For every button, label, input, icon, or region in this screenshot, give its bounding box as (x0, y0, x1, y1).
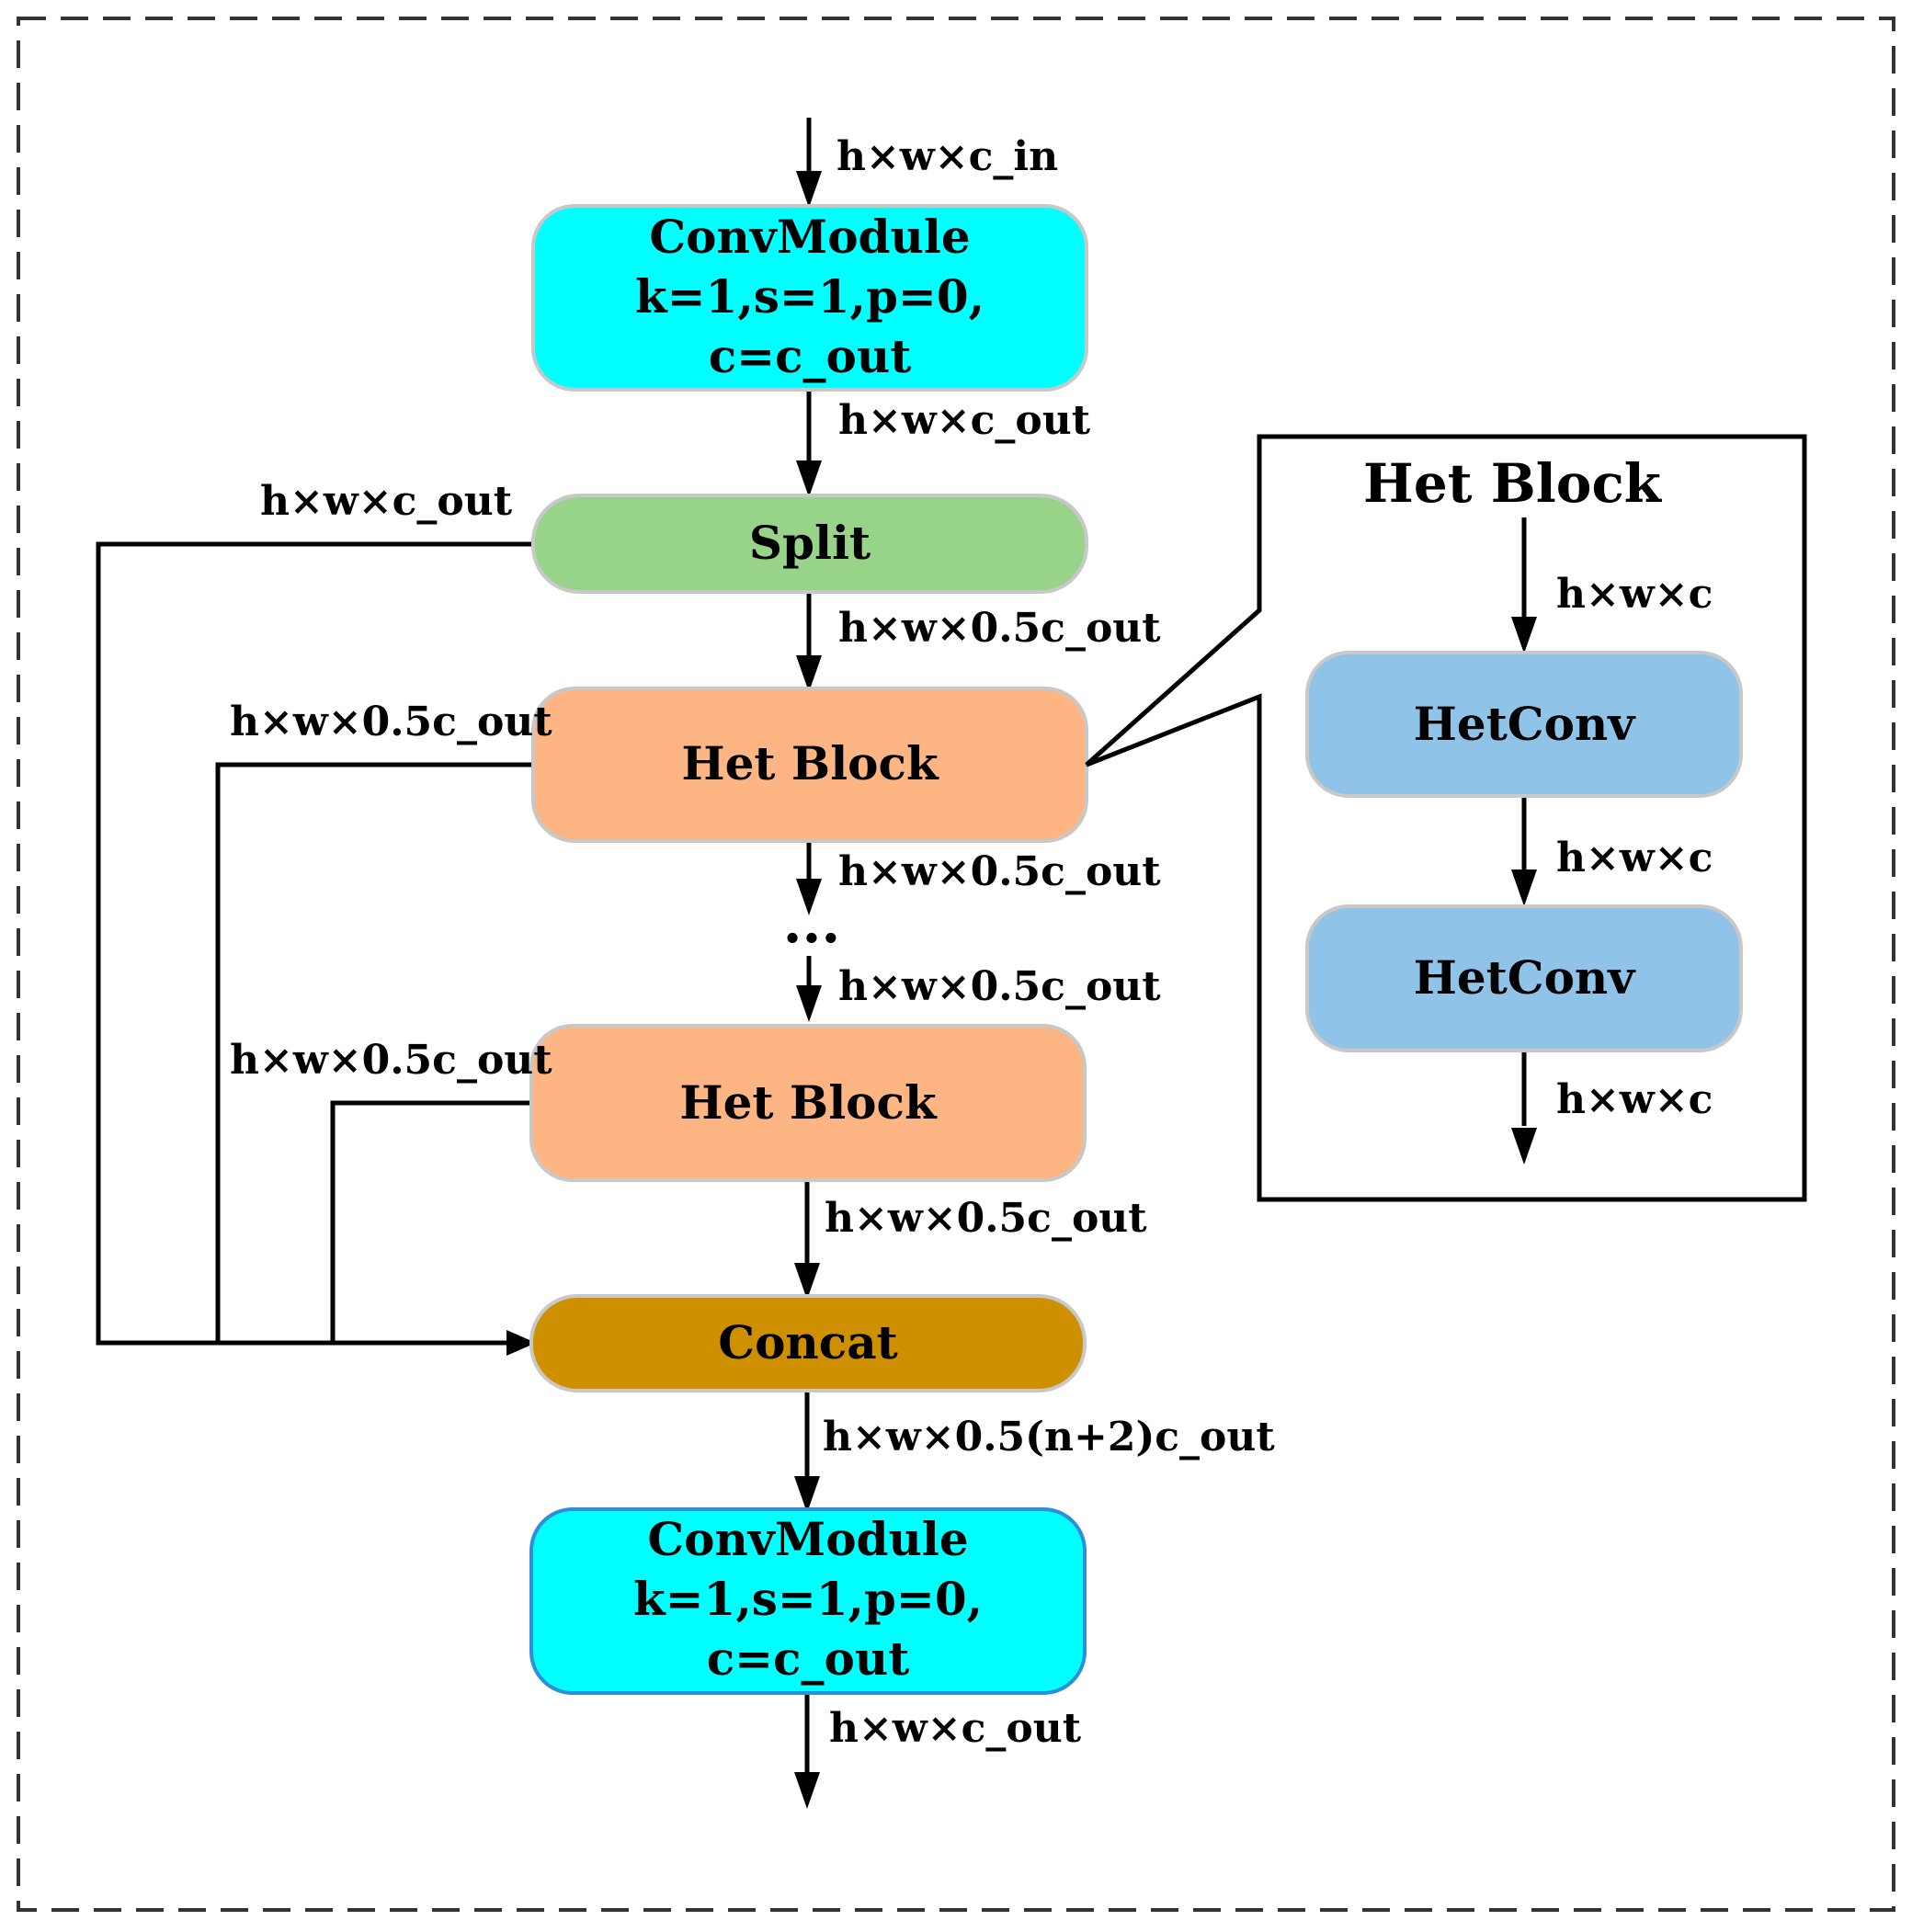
label-output: h×w×c_out (829, 1705, 1082, 1752)
split-node (531, 494, 1088, 594)
edge-het1-bypass (215, 762, 533, 1343)
arrowhead-het1 (796, 655, 822, 692)
inset-arrowhead-out (1511, 1128, 1537, 1165)
label-after-het2: h×w×0.5c_out (825, 1195, 1147, 1242)
hetconv-b (1305, 904, 1743, 1052)
edge-het2-bypass (330, 1100, 531, 1343)
label-after-conv1: h×w×c_out (838, 397, 1091, 444)
label-het1-bypass: h×w×0.5c_out (230, 699, 552, 745)
arrowhead-concat-bypass (506, 1330, 536, 1356)
arrowheads (506, 171, 822, 1809)
split-label: Split (749, 516, 871, 570)
conv1-line2: k=1,s=1,p=0, (635, 269, 984, 324)
concat-node (529, 1294, 1087, 1392)
inset-arrowhead-in (1511, 617, 1537, 653)
het-block-1-label: Het Block (681, 736, 939, 790)
conv1-line1: ConvModule (649, 210, 970, 264)
arrowhead-split (796, 460, 822, 497)
conv2-line2: k=1,s=1,p=0, (633, 1572, 983, 1626)
conv2-line1: ConvModule (647, 1512, 968, 1566)
arrowhead-het2 (796, 985, 822, 1022)
het-block-2-label: Het Block (679, 1075, 938, 1130)
inset-label-out: h×w×c (1556, 1076, 1713, 1123)
inset-arrowhead-mid (1511, 869, 1537, 906)
arrowhead-input (796, 171, 822, 208)
edge-split-bypass (96, 541, 531, 1346)
conv1-line3: c=c_out (709, 329, 912, 383)
label-split-bypass: h×w×c_out (260, 478, 513, 525)
hetconv-a-label: HetConv (1414, 697, 1637, 751)
het-block-2 (529, 1024, 1087, 1182)
arrowhead-ellipsis (796, 879, 822, 915)
conv2-line3: c=c_out (707, 1631, 910, 1686)
outer-dashed-border (17, 17, 1895, 1912)
hetconv-b-label: HetConv (1414, 950, 1637, 1005)
concat-label: Concat (718, 1315, 897, 1369)
arrowhead-concat (794, 1263, 820, 1300)
label-after-het1: h×w×0.5c_out (838, 848, 1161, 895)
inset-arrowheads (1511, 617, 1537, 1165)
label-after-concat: h×w×0.5(n+2)c_out (823, 1414, 1275, 1460)
ellipsis: ... (783, 892, 841, 956)
inset-title: Het Block (1363, 452, 1663, 515)
conv-module-bottom (529, 1507, 1087, 1695)
label-before-het2: h×w×0.5c_out (838, 963, 1161, 1010)
hetconv-a (1305, 651, 1743, 798)
label-after-split: h×w×0.5c_out (838, 605, 1161, 652)
arrowhead-conv2 (794, 1476, 820, 1513)
label-input: h×w×c_in (836, 133, 1058, 180)
inset-label-mid: h×w×c (1556, 835, 1713, 881)
arrowhead-output (794, 1772, 820, 1809)
label-het2-bypass: h×w×0.5c_out (230, 1037, 552, 1084)
inset-label-in: h×w×c (1556, 571, 1713, 618)
main-edges (96, 118, 812, 1776)
conv-module-top (531, 204, 1088, 392)
